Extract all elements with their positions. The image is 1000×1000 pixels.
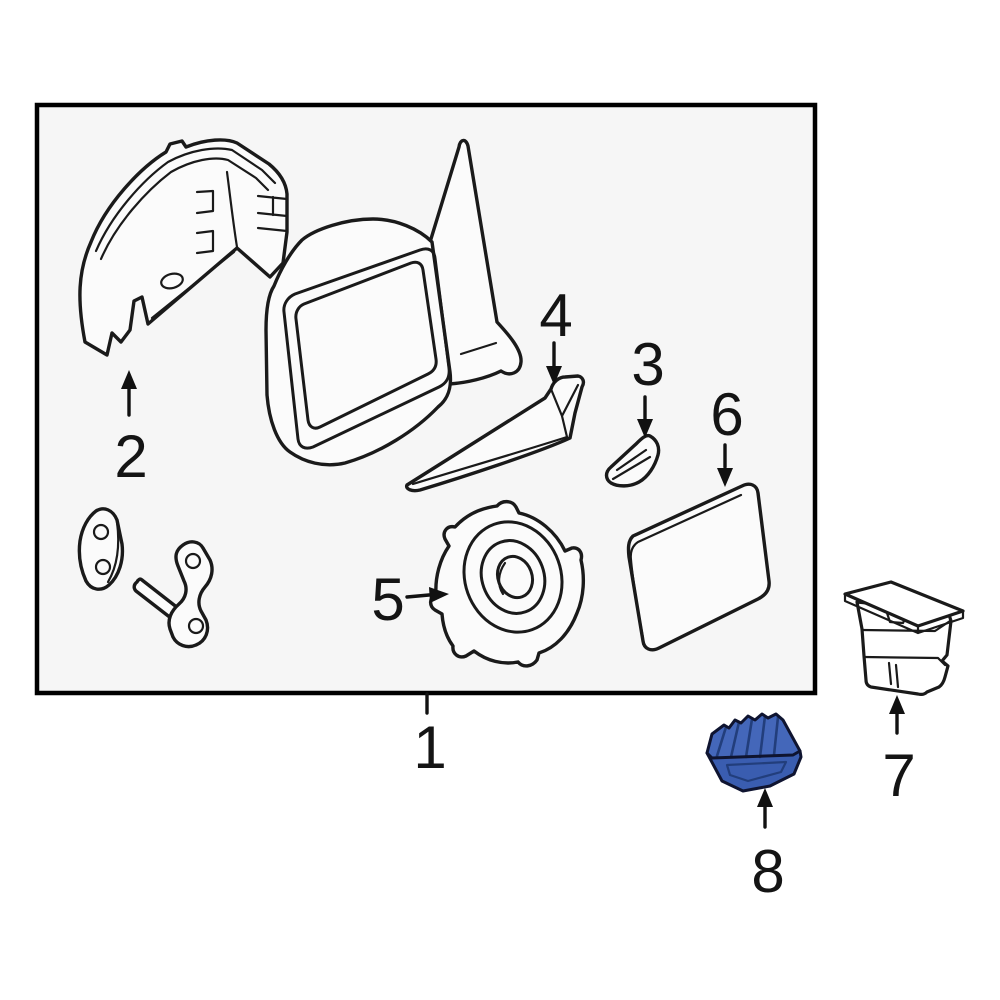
part-label-7: 7 [882, 742, 915, 809]
part-5-arrow [405, 593, 431, 599]
connector-ridge [705, 749, 802, 760]
part-label-5: 5 [371, 566, 404, 633]
wedge-arm-drawing [405, 374, 586, 493]
bracket-hole [184, 552, 202, 570]
mirror-motor-ring-mid [479, 539, 547, 615]
gasket-hole [94, 558, 112, 576]
gasket-edge [106, 520, 120, 584]
mirror-bezel-inner [294, 260, 438, 430]
part-7-arrowhead [889, 695, 905, 714]
mirror-bezel-outer [282, 247, 451, 450]
bracket-hole [187, 617, 205, 635]
mirror-cover-clip [256, 194, 289, 233]
part-5-arrowhead [429, 587, 449, 603]
wedge-arm-ridge [411, 435, 569, 486]
connector-front-recess [725, 760, 788, 783]
highlighted-connector-drawing [705, 712, 803, 793]
sail-panel-line [459, 341, 498, 356]
connector-ribs [715, 714, 780, 759]
sail-panel-outline [425, 138, 523, 386]
mirror-cover-crease [225, 170, 239, 249]
mirror-cover-rim [150, 250, 236, 320]
mirror-motor-drawing [428, 499, 586, 668]
mirror-cover-peg [160, 272, 184, 290]
wedge-arm-folds [549, 383, 580, 439]
sail-panel-drawing [425, 138, 523, 386]
mirror-glass-drawing [626, 482, 771, 652]
part-8-arrowhead [757, 788, 773, 807]
part-label-6: 6 [710, 381, 743, 448]
gasket-hole [92, 523, 110, 541]
part-label-4: 4 [539, 282, 572, 349]
clip-wedge-drawing [604, 433, 661, 488]
mirror-cover-drawing [78, 138, 289, 357]
mirror-cover-tab [195, 229, 215, 255]
switch-drawing [843, 580, 965, 696]
part-3-arrowhead [637, 419, 653, 438]
part-6-arrowhead [717, 468, 733, 487]
mirror-motor-outline [428, 499, 586, 668]
clip-wedge-outline [604, 433, 661, 488]
switch-plate-edge [843, 592, 965, 635]
part-label-3: 3 [631, 331, 664, 398]
part-label-1: 1 [413, 714, 446, 781]
part-2-arrowhead [121, 370, 137, 389]
mirror-glass-outline [626, 482, 771, 652]
gasket-outline [77, 507, 125, 591]
mirror-cover-outline [78, 138, 289, 357]
mirror-housing-drawing [264, 217, 453, 467]
wedge-arm-outline [405, 374, 586, 493]
mirror-cover-pinstripe [94, 147, 277, 253]
mirror-glass-edge [629, 493, 743, 640]
gasket-drawing [77, 507, 125, 591]
bracket-drawing [132, 540, 214, 649]
callout-arrows [121, 341, 905, 829]
mirror-cover-pinstripe [99, 157, 270, 261]
connector-outline [705, 712, 803, 793]
part-label-8: 8 [751, 838, 784, 905]
part-label-2: 2 [114, 423, 147, 490]
clip-wedge-lines [611, 448, 652, 481]
mirror-motor-ring-outer [462, 520, 564, 634]
mirror-motor-hole-shade [498, 561, 507, 596]
switch-body [855, 600, 953, 696]
mirror-cover-tab [195, 189, 215, 215]
part-labels: 1 2 3 4 5 6 7 8 [114, 282, 915, 905]
part-4-arrowhead [546, 366, 562, 385]
